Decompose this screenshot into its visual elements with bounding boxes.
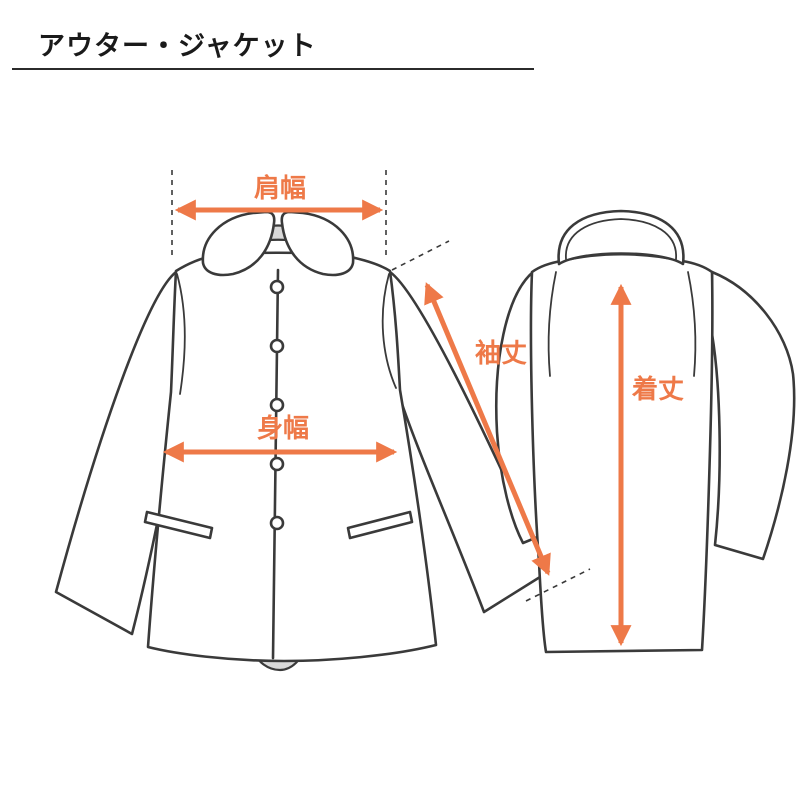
body-width-label: 身幅: [257, 413, 309, 444]
sleeve-length-measure: 袖丈: [424, 282, 551, 576]
front-right-armhole-seam: [381, 273, 397, 389]
sleeve-length-arrow: [424, 282, 551, 576]
button: [269, 338, 285, 354]
shoulder-width-measure: 肩幅: [174, 173, 384, 221]
body-length-label: 着丈: [631, 374, 684, 405]
page-title: アウター・ジャケット: [38, 31, 317, 62]
button: [269, 456, 285, 472]
jacket-back-illustration: [495, 209, 796, 654]
measurement-guides: [171, 170, 591, 602]
right-pocket: [346, 510, 414, 540]
guide-line-sleeve-top: [391, 240, 450, 271]
back-right-armhole-seam: [687, 271, 697, 377]
collar-right-lobe: [280, 210, 355, 277]
button: [269, 279, 285, 295]
button: [269, 515, 285, 531]
title-underline: [12, 68, 534, 70]
front-body: [146, 251, 438, 663]
shoulder-width-label: 肩幅: [254, 173, 306, 204]
guide-line-sleeve-bottom: [525, 568, 591, 602]
collar-left-lobe: [201, 210, 276, 277]
front-left-armhole-seam: [176, 273, 186, 395]
body-width-measure: 身幅: [162, 413, 398, 463]
left-pocket: [143, 510, 214, 540]
button: [269, 397, 285, 413]
back-right-sleeve: [710, 270, 796, 561]
sleeve-length-label: 袖丈: [475, 338, 527, 369]
back-collar-inner-line: [565, 218, 677, 260]
body-length-measure: 着丈: [610, 283, 684, 647]
